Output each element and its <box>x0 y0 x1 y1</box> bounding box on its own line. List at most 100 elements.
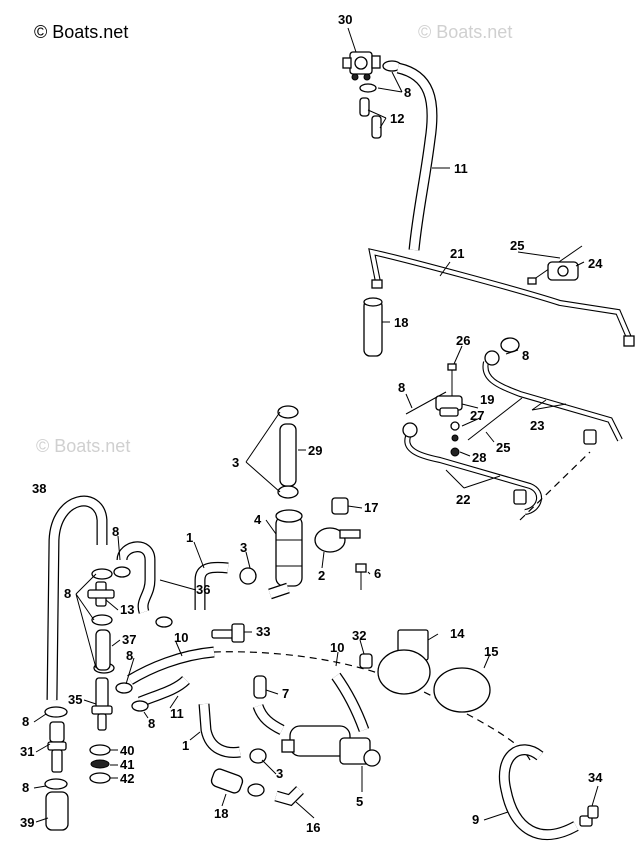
callout-38: 38 <box>32 481 46 496</box>
callout-19: 19 <box>480 392 494 407</box>
callout-17: 17 <box>364 500 378 515</box>
fuel-line-23 <box>482 350 623 445</box>
part-clamp-8-lower-left <box>44 706 68 790</box>
callout-4: 4 <box>254 512 262 527</box>
part-clamps-8-mid-left <box>115 682 149 712</box>
callout-41: 41 <box>120 757 134 772</box>
leader-lines <box>33 27 599 823</box>
watermark-top-right: © Boats.net <box>418 22 512 42</box>
hose-1-upper <box>194 561 229 610</box>
callout-36: 36 <box>196 582 210 597</box>
part-connector-31 <box>47 721 67 773</box>
callout-10-lower: 10 <box>330 640 344 655</box>
callout-11-lower: 11 <box>170 706 184 721</box>
part-bracket-14 <box>377 629 431 695</box>
fuel-line-21 <box>368 248 635 347</box>
callout-30: 30 <box>338 12 352 27</box>
callout-15: 15 <box>484 644 498 659</box>
part-washer-27 <box>450 421 460 442</box>
callout-18-lower: 18 <box>214 806 228 821</box>
part-fitting-33 <box>211 623 245 643</box>
callout-8-lower-left: 8 <box>22 714 29 729</box>
part-clip-24 <box>547 261 579 281</box>
callout-23: 23 <box>530 418 544 433</box>
callout-8-top: 8 <box>404 85 411 100</box>
part-hose-29 <box>279 423 297 487</box>
part-elbow-16 <box>274 786 304 807</box>
part-nut-28 <box>450 447 460 457</box>
part-tie-strap-25-mid <box>467 397 523 441</box>
part-fitting-34 <box>579 805 599 827</box>
hose-11-top <box>396 62 438 251</box>
callout-34: 34 <box>588 770 603 785</box>
hose-38 <box>46 495 108 701</box>
hose-1-lower <box>198 703 241 758</box>
watermark-left: © Boats.net <box>36 436 130 456</box>
callout-8-right: 8 <box>522 348 529 363</box>
part-hose-18-lower <box>210 768 244 794</box>
callout-25-mid: 25 <box>496 440 510 455</box>
callout-32: 32 <box>352 628 366 643</box>
callout-16: 16 <box>306 820 320 835</box>
hose-10-lower <box>331 672 370 732</box>
callout-10-upper: 10 <box>174 630 188 645</box>
callout-21: 21 <box>450 246 464 261</box>
part-bracket-19 <box>435 395 463 417</box>
part-clamp-3-mid <box>239 567 257 585</box>
callout-1-lower: 1 <box>182 738 189 753</box>
callout-26: 26 <box>456 333 470 348</box>
callout-13: 13 <box>120 602 134 617</box>
callout-27: 27 <box>470 408 484 423</box>
part-hose-7 <box>252 675 285 735</box>
callout-22: 22 <box>456 492 470 507</box>
callout-8-valve: 8 <box>148 716 155 731</box>
part-fitting-32 <box>359 653 373 669</box>
dashed-leader-right <box>519 451 591 521</box>
part-tee-fitting-13 <box>87 581 115 607</box>
callout-28: 28 <box>472 450 486 465</box>
callout-3-mid: 3 <box>240 540 247 555</box>
hose-10-upper <box>127 646 215 685</box>
callout-14: 14 <box>450 626 465 641</box>
callout-6: 6 <box>374 566 381 581</box>
part-clamps-3-lower <box>247 748 267 797</box>
callout-9: 9 <box>472 812 479 827</box>
fuel-line-22 <box>402 422 542 515</box>
part-valve-35 <box>91 677 113 731</box>
callout-labels: 30 8 12 11 21 25 24 18 26 8 8 19 27 23 2… <box>20 12 603 835</box>
part-clamp-3-upper <box>277 405 299 499</box>
callout-42: 42 <box>120 771 134 786</box>
callout-39: 39 <box>20 815 34 830</box>
part-bolt-6 <box>355 563 367 590</box>
part-hose-39 <box>45 791 69 831</box>
hose-36 <box>116 541 156 614</box>
callout-1-upper: 1 <box>186 530 193 545</box>
callout-24: 24 <box>588 256 603 271</box>
part-fuel-filter-4 <box>268 509 303 600</box>
callout-31: 31 <box>20 744 34 759</box>
callout-3-lower: 3 <box>276 766 283 781</box>
callout-8-hose38: 8 <box>112 524 119 539</box>
part-mount-clamp-2 <box>314 527 361 553</box>
callout-3-upper: 3 <box>232 455 239 470</box>
watermark-main: © Boats.net <box>34 22 128 42</box>
part-hose-18-top <box>363 297 383 357</box>
callout-7: 7 <box>282 686 289 701</box>
callout-25-top: 25 <box>510 238 524 253</box>
callout-40: 40 <box>120 743 134 758</box>
callout-8-mid-left: 8 <box>126 648 133 663</box>
callout-8-left: 8 <box>64 586 71 601</box>
callout-18-top: 18 <box>394 315 408 330</box>
callout-11-top: 11 <box>454 161 468 176</box>
callout-5: 5 <box>356 794 363 809</box>
hose-9 <box>498 744 579 841</box>
callout-37: 37 <box>122 632 136 647</box>
callout-8-bottom-left: 8 <box>22 780 29 795</box>
part-washers-40-42 <box>89 744 111 784</box>
part-fitting-17 <box>331 497 349 515</box>
part-screw-26 <box>447 363 457 398</box>
hose-11-lower <box>137 675 190 708</box>
callout-8-mid: 8 <box>398 380 405 395</box>
part-fuel-pump-30 <box>342 51 381 81</box>
